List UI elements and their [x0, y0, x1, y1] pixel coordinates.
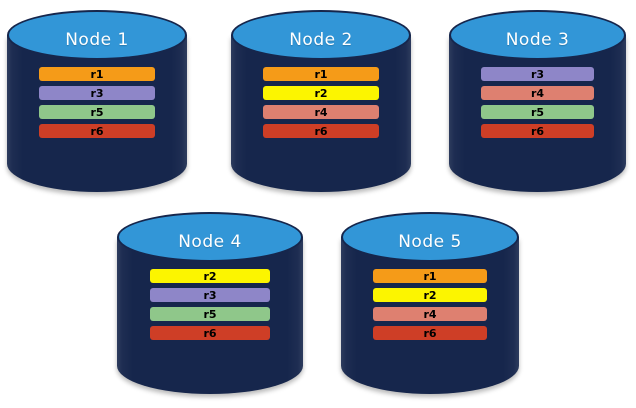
- replica-bar[interactable]: r3: [39, 86, 155, 100]
- database-node-3[interactable]: Node 3 r3 r4 r5 r6: [449, 10, 626, 192]
- database-node-1[interactable]: Node 1 r1 r3 r5 r6: [7, 10, 187, 192]
- cylinder-top-disc: Node 2: [231, 10, 411, 60]
- replica-label: r6: [314, 124, 328, 138]
- replica-label: r4: [423, 307, 437, 321]
- replica-list: r1 r2 r4 r6: [263, 67, 379, 138]
- cylinder-body: [117, 237, 303, 394]
- replica-bar[interactable]: r3: [480, 67, 595, 81]
- replica-bar[interactable]: r5: [480, 105, 595, 119]
- database-node-4[interactable]: Node 4 r2 r3 r5 r6: [117, 212, 303, 394]
- replica-label: r2: [423, 288, 437, 302]
- cylinder-body: [341, 237, 519, 394]
- cylinder-body: [231, 35, 411, 192]
- node-label: Node 5: [398, 232, 462, 252]
- node-label: Node 4: [178, 232, 242, 252]
- replica-label: r1: [90, 67, 104, 81]
- node-label: Node 3: [505, 30, 570, 50]
- replica-label: r4: [530, 86, 545, 100]
- cylinder-top-disc: Node 4: [117, 212, 303, 262]
- replica-bar[interactable]: r4: [480, 86, 595, 100]
- cylinder-top-disc: Node 1: [7, 10, 187, 60]
- replica-bar[interactable]: r6: [263, 124, 379, 138]
- replica-bar[interactable]: r6: [480, 124, 595, 138]
- replica-bar[interactable]: r6: [39, 124, 155, 138]
- database-node-5[interactable]: Node 5 r1 r2 r4 r6: [341, 212, 519, 394]
- replica-bar[interactable]: r1: [373, 269, 487, 283]
- replica-list: r1 r3 r5 r6: [39, 67, 155, 138]
- replica-label: r2: [203, 269, 217, 283]
- replica-label: r5: [90, 105, 104, 119]
- replica-list: r3 r4 r5 r6: [480, 67, 595, 138]
- cylinder-top-disc: Node 3: [449, 10, 626, 60]
- replica-list: r2 r3 r5 r6: [150, 269, 270, 340]
- replica-label: r6: [530, 124, 545, 138]
- node-label: Node 1: [65, 30, 129, 50]
- replica-label: r5: [530, 105, 545, 119]
- replica-bar[interactable]: r1: [39, 67, 155, 81]
- replica-bar[interactable]: r3: [150, 288, 270, 302]
- node-label: Node 2: [289, 30, 353, 50]
- replica-label: r6: [423, 326, 437, 340]
- replica-list: r1 r2 r4 r6: [373, 269, 487, 340]
- replica-label: r6: [203, 326, 217, 340]
- replica-bar[interactable]: r2: [263, 86, 379, 100]
- replica-label: r6: [90, 124, 104, 138]
- cylinder-top-disc: Node 5: [341, 212, 519, 262]
- replica-label: r3: [90, 86, 104, 100]
- replica-label: r3: [530, 67, 545, 81]
- replica-bar[interactable]: r5: [39, 105, 155, 119]
- replica-bar[interactable]: r5: [150, 307, 270, 321]
- database-node-2[interactable]: Node 2 r1 r2 r4 r6: [231, 10, 411, 192]
- replica-bar[interactable]: r6: [150, 326, 270, 340]
- replica-bar[interactable]: r2: [150, 269, 270, 283]
- replica-label: r5: [203, 307, 217, 321]
- replica-label: r4: [314, 105, 328, 119]
- replica-label: r3: [203, 288, 217, 302]
- replica-bar[interactable]: r6: [373, 326, 487, 340]
- replica-label: r1: [314, 67, 328, 81]
- replica-bar[interactable]: r4: [263, 105, 379, 119]
- replica-bar[interactable]: r1: [263, 67, 379, 81]
- replica-bar[interactable]: r4: [373, 307, 487, 321]
- replica-bar[interactable]: r2: [373, 288, 487, 302]
- replica-label: r2: [314, 86, 328, 100]
- replica-label: r1: [423, 269, 437, 283]
